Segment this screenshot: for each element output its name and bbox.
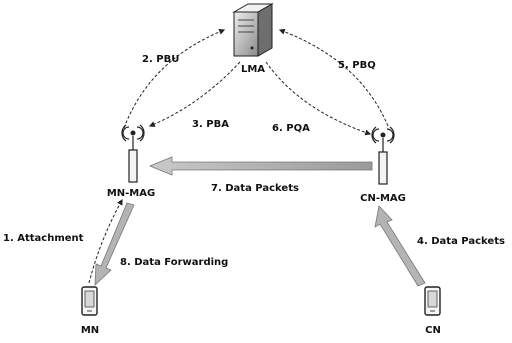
data-packets-top-arrow bbox=[148, 156, 373, 176]
data-packets-right-label: 4. Data Packets bbox=[417, 236, 505, 247]
data-packets-top-label: 7. Data Packets bbox=[211, 183, 299, 194]
antenna-icon bbox=[371, 126, 395, 185]
pqa-arrow bbox=[265, 61, 372, 136]
pqa-label: 6. PQA bbox=[272, 123, 310, 134]
cn-label: CN bbox=[425, 325, 441, 336]
mn-mag-label: MN-MAG bbox=[107, 188, 155, 199]
phone-icon bbox=[424, 286, 441, 316]
pbu-label: 2. PBU bbox=[142, 54, 179, 65]
pba-arrow bbox=[148, 61, 241, 127]
data-packets-right-arrow bbox=[374, 205, 426, 287]
data-forwarding-arrow bbox=[94, 202, 135, 286]
pbu-arrow bbox=[123, 29, 226, 129]
data-forwarding-label: 8. Data Forwarding bbox=[120, 257, 228, 268]
attachment-arrow bbox=[88, 198, 123, 284]
attachment-label: 1. Attachment bbox=[3, 233, 84, 244]
cn-mag-label: CN-MAG bbox=[360, 193, 406, 204]
pba-label: 3. PBA bbox=[192, 119, 229, 130]
lma-label: LMA bbox=[241, 64, 265, 75]
pbq-label: 5. PBQ bbox=[338, 60, 376, 71]
phone-icon bbox=[81, 286, 98, 316]
antenna-icon bbox=[121, 124, 145, 183]
mn-label: MN bbox=[81, 325, 99, 336]
pbq-arrow bbox=[278, 28, 389, 127]
server-icon bbox=[232, 3, 274, 57]
